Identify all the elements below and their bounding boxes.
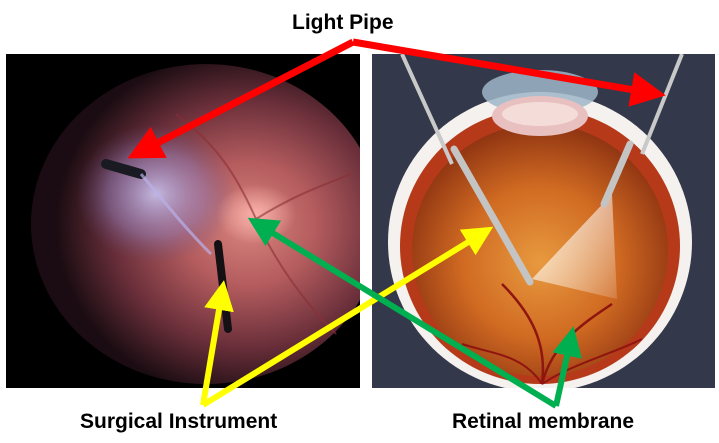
surgical-instrument-arrow-right (203, 233, 483, 405)
retinal-membrane-arrow-right (556, 338, 571, 406)
light-pipe-arrow-right (353, 42, 652, 93)
light-pipe-arrow-left (140, 42, 353, 152)
retinal-membrane-arrow-left (258, 224, 556, 406)
surgical-instrument-label: Surgical Instrument (80, 410, 277, 434)
light-pipe-label: Light Pipe (292, 11, 394, 35)
retinal-membrane-label: Retinal membrane (452, 410, 634, 434)
surgical-instrument-arrow-left (203, 292, 222, 405)
